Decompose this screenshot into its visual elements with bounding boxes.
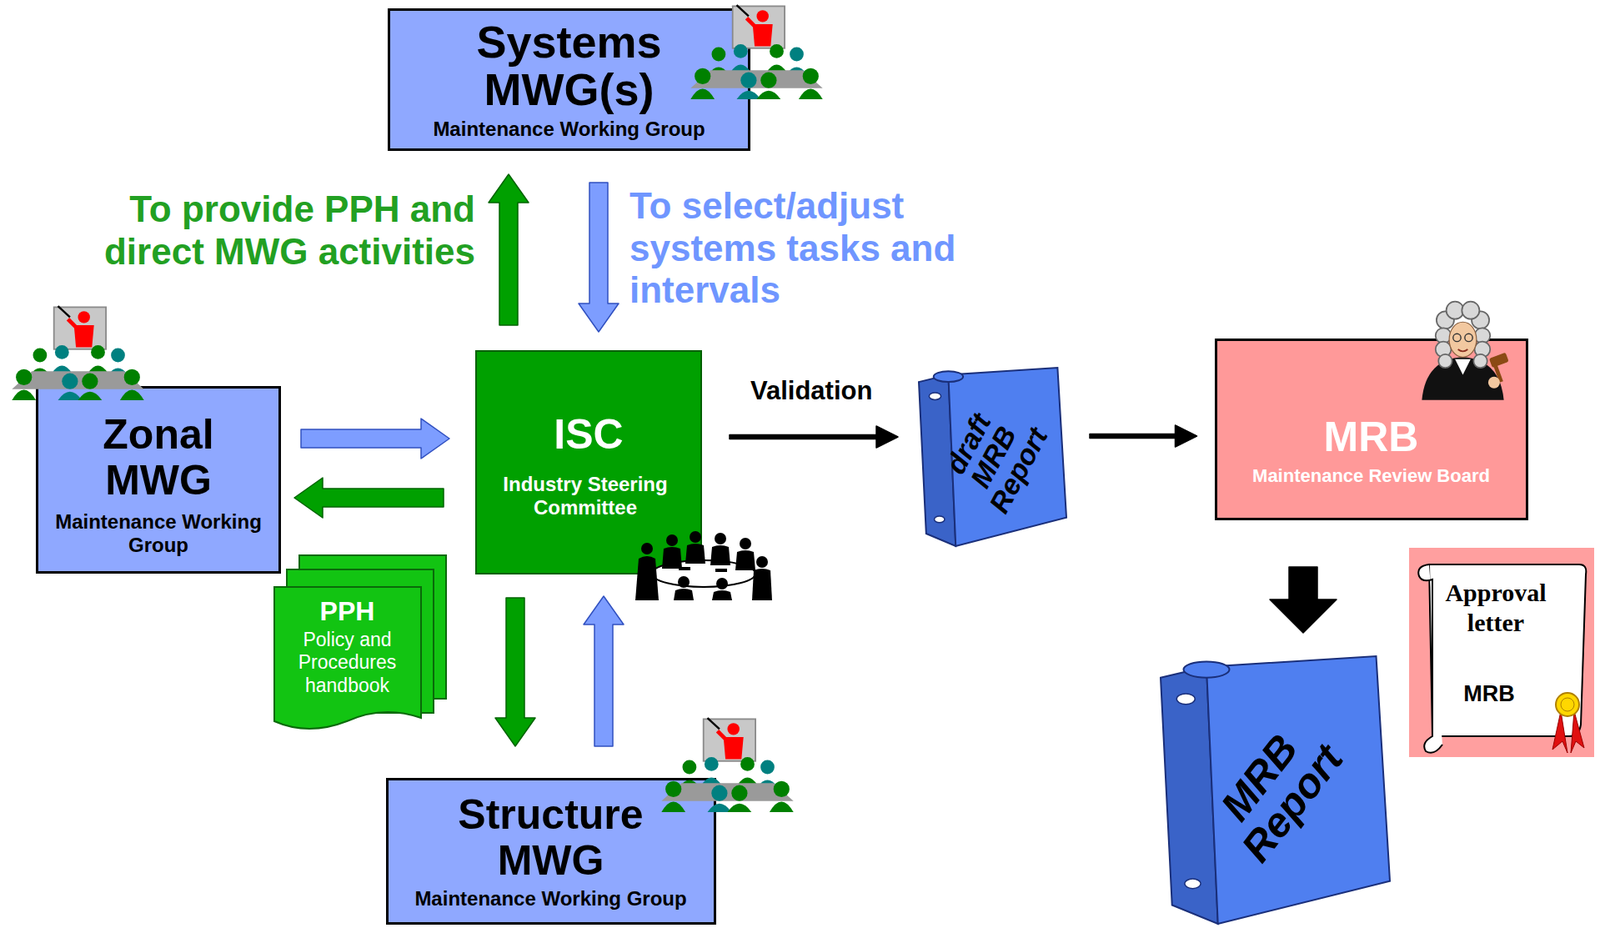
approval-letter: Approval letterMRB — [1409, 547, 1595, 758]
node-subtitle: MRB — [1463, 681, 1515, 708]
icon — [661, 717, 793, 813]
node-title: Approval letter — [1433, 577, 1559, 638]
block-arrow — [1089, 425, 1198, 447]
icon — [690, 5, 823, 100]
icon — [1421, 301, 1509, 401]
systems-mwg-box: Systems MWG(s) Maintenance Working Group — [387, 8, 751, 151]
block-arrow — [583, 596, 624, 747]
node-subtitle: Maintenance Working Group — [54, 510, 263, 557]
icon — [635, 531, 773, 601]
isc-box: ISC Industry Steering Committee — [475, 350, 703, 575]
node-subtitle: Policy and Procedures handbook — [278, 628, 417, 698]
node-subtitle: Industry Steering Committee — [486, 472, 684, 519]
pph-handbook: PPHPolicy and Procedures handbook — [273, 554, 447, 735]
block-arrow — [488, 174, 529, 326]
node-subtitle: Maintenance Working Group — [402, 117, 737, 141]
block-arrow — [1269, 566, 1337, 633]
mrb-box: MRB Maintenance Review Board — [1214, 338, 1529, 521]
node-title: ISC — [553, 411, 623, 458]
node-title: Systems MWG(s) — [444, 18, 695, 113]
draft-binder: draft MRB Report — [918, 367, 1067, 547]
zonal-mwg-box: Zonal MWG Maintenance Working Group — [35, 386, 281, 574]
block-arrow — [294, 477, 444, 518]
block-arrow — [495, 597, 536, 747]
icon — [11, 305, 144, 401]
node-subtitle: Maintenance Working Group — [396, 887, 706, 911]
node-subtitle: Maintenance Review Board — [1225, 465, 1518, 487]
edge-label: To provide PPH and direct MWG activities — [50, 188, 476, 273]
block-arrow — [729, 426, 898, 448]
isc-box-art — [476, 351, 701, 573]
node-title: Structure MWG — [426, 792, 677, 884]
node-title: PPH — [320, 596, 376, 627]
structure-mwg-box: Structure MWG Maintenance Working Group — [386, 777, 717, 925]
node-title: MRB — [1324, 414, 1420, 461]
node-title: Zonal MWG — [66, 411, 251, 504]
block-arrow — [578, 182, 619, 332]
edge-label: To select/adjust systems tasks and inter… — [629, 185, 997, 312]
mrb-report-binder: MRB Report — [1160, 656, 1390, 924]
edge-label: Validation — [750, 376, 901, 406]
block-arrow — [300, 418, 450, 459]
